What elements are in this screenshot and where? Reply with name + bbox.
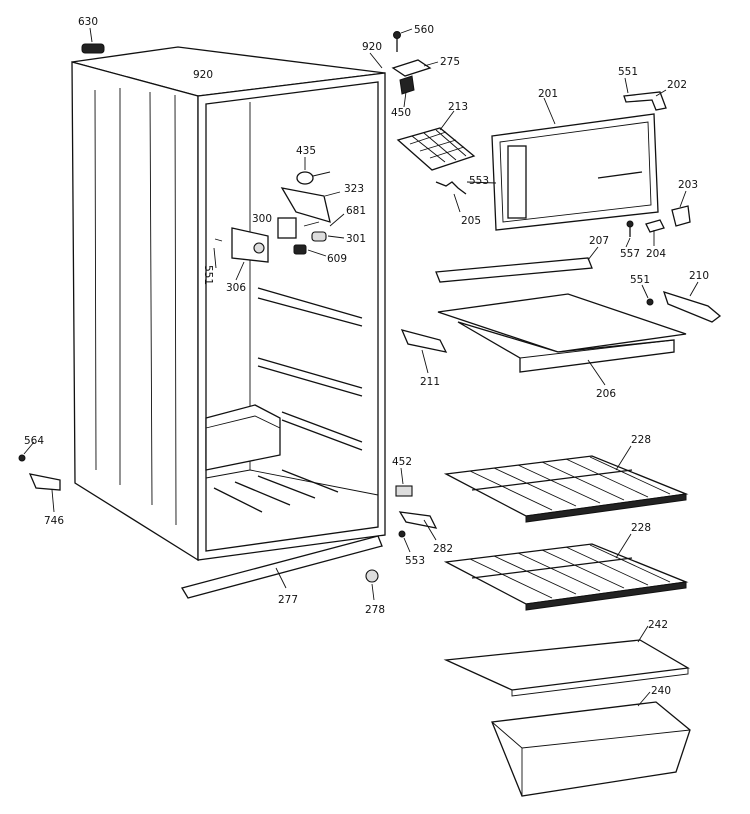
pad-452-icon (395, 485, 413, 497)
label-564: 564 (24, 435, 44, 447)
wire-shelf-228-lower (443, 543, 689, 611)
label-553-lower: 553 (405, 555, 425, 567)
cabinet-body (71, 43, 386, 562)
crisper-240 (491, 701, 691, 797)
toe-grille-277 (180, 535, 383, 599)
label-282: 282 (433, 543, 453, 555)
label-300: 300 (252, 213, 272, 225)
thermostat-assembly (214, 171, 331, 263)
glass-shelf-242 (443, 639, 690, 697)
spring-205-icon (435, 181, 467, 195)
label-202: 202 (667, 79, 687, 91)
label-681: 681 (346, 205, 366, 217)
hinge-275-icon (391, 59, 432, 95)
label-630: 630 (78, 16, 98, 28)
label-275: 275 (440, 56, 460, 68)
shelf-207 (435, 257, 593, 283)
label-551-right: 551 (630, 274, 650, 286)
label-210: 210 (689, 270, 709, 282)
label-228-upper: 228 (631, 434, 651, 446)
label-920-top: 920 (362, 41, 382, 53)
label-207: 207 (589, 235, 609, 247)
label-205: 205 (461, 215, 481, 227)
ice-tray-213-icon (396, 127, 476, 171)
label-277: 277 (278, 594, 298, 606)
leader-lines (23, 27, 699, 707)
label-553-door: 553 (469, 175, 489, 187)
handle-630-icon (81, 43, 105, 54)
label-228-lower: 228 (631, 522, 651, 534)
screw-560-icon (393, 31, 401, 52)
label-551-left: 551 (202, 265, 214, 285)
label-201: 201 (538, 88, 558, 100)
bracket-282-icon (398, 511, 438, 529)
label-211: 211 (420, 376, 440, 388)
label-609: 609 (327, 253, 347, 265)
bracket-211 (400, 329, 448, 353)
label-240: 240 (651, 685, 671, 697)
label-203: 203 (678, 179, 698, 191)
label-557: 557 (620, 248, 640, 260)
label-204: 204 (646, 248, 666, 260)
label-242: 242 (648, 619, 668, 631)
hinge-746-icon (18, 454, 61, 491)
label-560: 560 (414, 24, 434, 36)
label-323: 323 (344, 183, 364, 195)
screw-551-icon (646, 298, 654, 306)
label-452: 452 (392, 456, 412, 468)
latch-202-icon (623, 91, 667, 111)
leveling-leg-278-icon (365, 569, 379, 583)
hinge-203-icon (671, 205, 691, 227)
meat-pan-206 (437, 293, 687, 373)
label-278: 278 (365, 604, 385, 616)
screw-557-icon (626, 220, 634, 237)
screw-553-icon (398, 530, 406, 538)
label-301: 301 (346, 233, 366, 245)
part-labels: 630 560 920 920 275 450 213 201 551 202 … (24, 16, 709, 697)
label-435: 435 (296, 145, 316, 157)
label-746: 746 (44, 515, 64, 527)
wire-shelf-228-upper (443, 455, 689, 523)
bracket-204-icon (645, 219, 665, 233)
label-920-front: 920 (193, 69, 213, 81)
label-450: 450 (391, 107, 411, 119)
label-306: 306 (226, 282, 246, 294)
label-206: 206 (596, 388, 616, 400)
label-551-top: 551 (618, 66, 638, 78)
rail-210 (662, 290, 722, 323)
freezer-door-201 (491, 113, 659, 231)
label-213: 213 (448, 101, 468, 113)
